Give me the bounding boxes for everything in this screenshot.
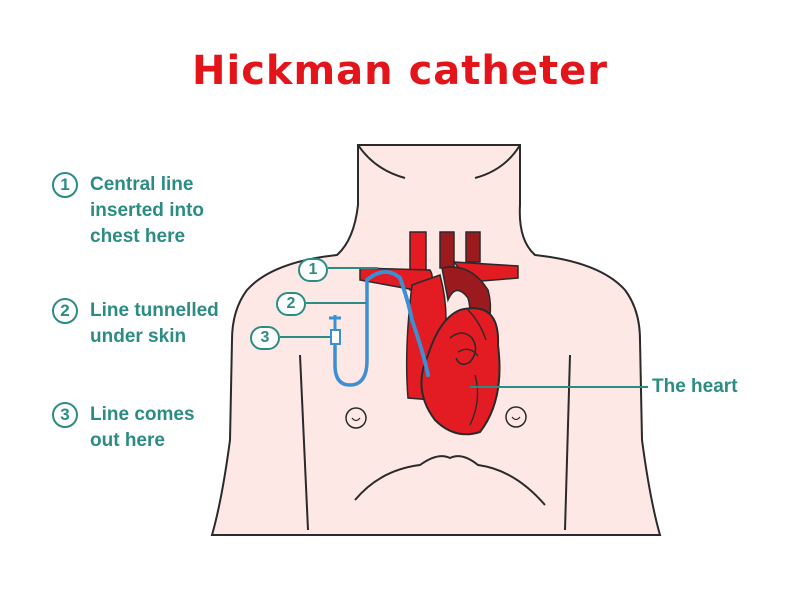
jaw-line-right <box>474 144 521 179</box>
page-title: Hickman catheter <box>192 48 608 94</box>
carotid-artery <box>439 231 455 269</box>
heart-vessel-detail <box>449 332 477 365</box>
legend-text-1: Central line inserted into chest here <box>90 174 205 247</box>
callout-1: 1 <box>298 258 328 282</box>
legend-item-3: 3 Line comes out here <box>52 402 260 454</box>
legend-number-1: 1 <box>52 172 78 198</box>
legend-text-2: Line tunnelled under skin <box>90 300 219 347</box>
legend-item-2: 2 Line tunnelled under skin <box>52 298 260 350</box>
legend-number-3: 3 <box>52 402 78 428</box>
heart-organ <box>420 307 501 436</box>
jugular-vein-right <box>465 231 481 263</box>
jaw-line-left <box>357 144 406 179</box>
heart-label: The heart <box>652 376 738 397</box>
legend-item-1: 1 Central line inserted into chest here <box>52 172 260 250</box>
callout-3: 3 <box>250 326 280 350</box>
chest-contour <box>354 455 546 506</box>
legend-number-2: 2 <box>52 298 78 324</box>
legend-text-3: Line comes out here <box>90 404 195 451</box>
catheter-tunnel <box>365 270 430 377</box>
arm-line-right <box>564 354 571 531</box>
nipple-right <box>505 406 527 428</box>
nipple-left <box>345 407 367 429</box>
arm-line-left <box>299 354 309 531</box>
callout-2: 2 <box>276 292 306 316</box>
catheter-line <box>333 278 369 387</box>
catheter-hub <box>330 329 341 345</box>
